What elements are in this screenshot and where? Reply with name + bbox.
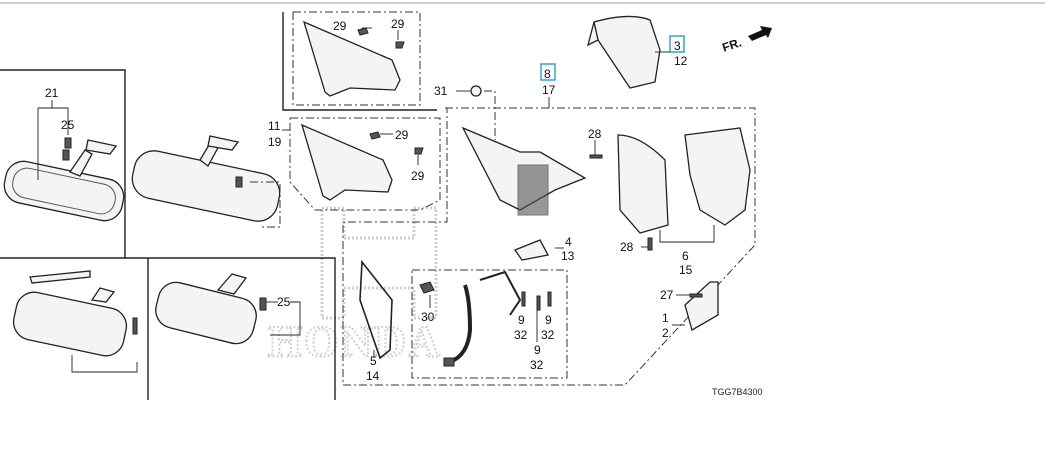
callout-1[interactable]: 1 xyxy=(662,311,669,325)
callout-15[interactable]: 15 xyxy=(679,263,693,277)
callout-29[interactable]: 29 xyxy=(395,128,409,142)
leader-lines xyxy=(37,27,690,358)
mirror-base-trim-upper xyxy=(302,20,405,97)
callout-13[interactable]: 13 xyxy=(561,249,575,263)
mirror-housing-6 xyxy=(617,127,751,243)
mirror-base-trim-lower xyxy=(300,123,424,201)
callout-25[interactable]: 25 xyxy=(61,118,75,132)
harness-and-clip xyxy=(419,270,522,367)
callout-5[interactable]: 5 xyxy=(370,354,377,368)
callout-29[interactable]: 29 xyxy=(391,17,405,31)
callout-9[interactable]: 9 xyxy=(534,343,541,357)
callout-28[interactable]: 28 xyxy=(588,127,602,141)
callout-29[interactable]: 29 xyxy=(411,169,425,183)
callout-27[interactable]: 27 xyxy=(660,288,674,302)
callout-9[interactable]: 9 xyxy=(545,313,552,327)
callout-14[interactable]: 14 xyxy=(366,369,380,383)
callout-4[interactable]: 4 xyxy=(565,235,572,249)
mirror-glass-5 xyxy=(359,259,393,360)
callout-29[interactable]: 29 xyxy=(333,19,347,33)
callout-19[interactable]: 19 xyxy=(268,135,282,149)
front-direction-indicator: FR. xyxy=(720,26,772,55)
callout-17[interactable]: 17 xyxy=(542,83,556,97)
callout-25[interactable]: 25 xyxy=(277,295,291,309)
honda-watermark: HONDA xyxy=(267,206,442,367)
callout-2[interactable]: 2 xyxy=(662,326,669,340)
callout-8[interactable]: 8 xyxy=(544,67,551,81)
group-boxes xyxy=(0,11,756,400)
side-mirror-assembly xyxy=(461,85,587,216)
callout-6[interactable]: 6 xyxy=(682,249,689,263)
fr-label: FR. xyxy=(720,35,743,54)
highlight-box-8 xyxy=(540,63,556,81)
callout-12[interactable]: 12 xyxy=(674,54,688,68)
callout-3[interactable]: 3 xyxy=(674,39,681,53)
rearview-mirror-21 xyxy=(3,139,125,222)
rearview-mirror-b xyxy=(131,135,281,228)
mirror-cap-3 xyxy=(587,15,661,89)
arrow-icon xyxy=(748,26,772,41)
callout-21[interactable]: 21 xyxy=(45,86,59,100)
screws xyxy=(64,137,703,311)
callout-32[interactable]: 32 xyxy=(541,328,555,342)
callout-30[interactable]: 30 xyxy=(421,310,435,324)
callout-9[interactable]: 9 xyxy=(518,313,525,327)
rearview-mirror-d xyxy=(155,273,301,345)
turn-signal-1 xyxy=(684,281,719,331)
diagram-code: TGG7B4300 xyxy=(712,387,763,397)
bracket-4 xyxy=(513,239,549,261)
highlight-box-3 xyxy=(669,35,685,53)
callouts: 29 29 29 29 21 25 11 19 31 8 17 3 12 28 … xyxy=(45,17,763,397)
watermark-text: HONDA xyxy=(268,317,442,366)
callout-31[interactable]: 31 xyxy=(434,84,448,98)
callout-11[interactable]: 11 xyxy=(268,119,281,133)
callout-32[interactable]: 32 xyxy=(514,328,528,342)
callout-28[interactable]: 28 xyxy=(620,240,634,254)
rearview-mirror-c xyxy=(12,270,138,373)
callout-32[interactable]: 32 xyxy=(530,358,544,372)
